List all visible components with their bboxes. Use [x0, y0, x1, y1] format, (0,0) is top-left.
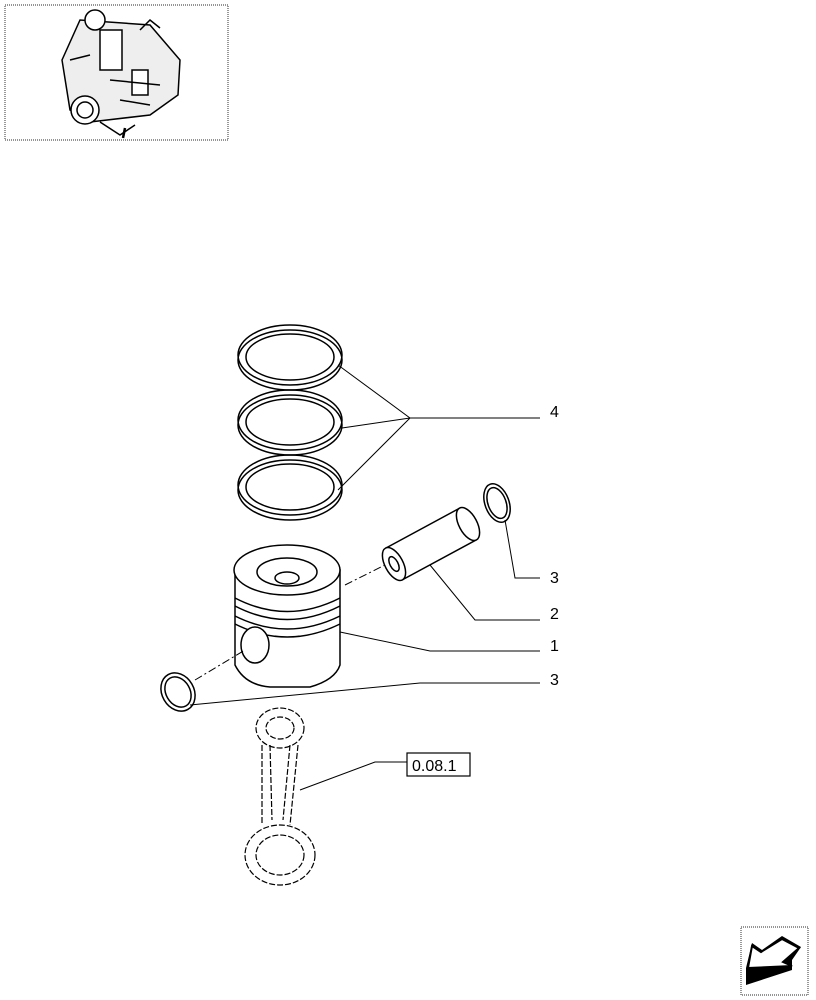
piston-rings [237, 324, 343, 521]
reference-link[interactable]: 0.08.1 [406, 752, 471, 777]
leader-lines [189, 364, 540, 791]
circlip-right [483, 483, 511, 523]
callout-label: 4 [550, 404, 559, 421]
previous-page-arrow-icon [746, 936, 801, 985]
reference-label[interactable]: 0.08.1 [412, 758, 457, 775]
connecting-rod [244, 707, 316, 886]
previous-page-button[interactable] [740, 926, 809, 996]
engine-overview-icon [61, 9, 181, 139]
callout-label: 1 [550, 638, 559, 655]
axis-line [194, 649, 246, 681]
callout-label: 2 [550, 606, 559, 623]
engine-thumbnail[interactable] [4, 4, 229, 141]
piston [233, 544, 341, 688]
circlip-left [160, 672, 196, 712]
callout-label: 3 [550, 570, 559, 587]
piston-pin [381, 506, 481, 582]
axis-line [344, 564, 386, 586]
callout-label: 3 [550, 672, 559, 689]
